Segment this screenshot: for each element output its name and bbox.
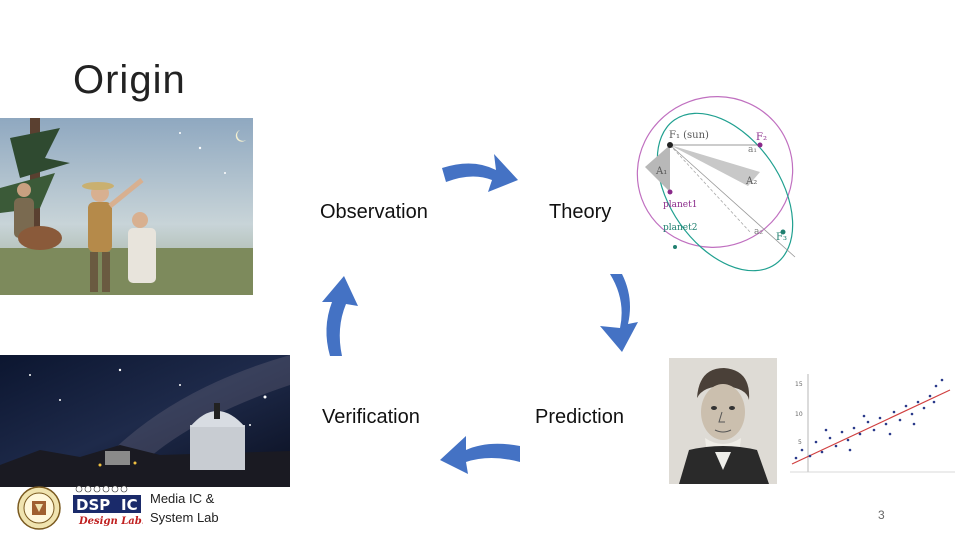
arrow-right-icon (442, 154, 518, 192)
lab-name-line2: System Lab (150, 510, 219, 525)
planet1-label: planet1 (663, 200, 697, 210)
f2-label: F₂ (756, 132, 767, 143)
f1-label: F₁ (sun) (669, 130, 709, 141)
a1-label: a₁ (748, 145, 757, 155)
gauss-portrait (669, 358, 777, 484)
planet2-label: planet2 (663, 223, 697, 233)
scatter-points (794, 378, 944, 460)
logo-design-text: Design Lab. (78, 516, 143, 527)
area1-label: A₁ (655, 166, 667, 177)
f3-label: F₃ (776, 232, 787, 243)
university-seal-logo (17, 486, 61, 530)
regression-scatter-plot: 15 10 5 (790, 374, 955, 473)
arrow-up-icon (322, 276, 358, 356)
slide-title: Origin (73, 58, 186, 102)
page-number: 3 (878, 508, 885, 522)
y-tick-10: 10 (795, 411, 803, 418)
lab-name-line1: Media IC & (150, 491, 215, 506)
logo-dsp-text: DSP (76, 496, 110, 514)
kepler-orbit-diagram: F₁ (sun) F₂ a₁ A₁ A₂ planet1 planet2 a₂ … (636, 96, 796, 272)
observation-label: Observation (320, 201, 428, 223)
a2-label: a₂ (754, 227, 763, 237)
dsp-ic-design-lab-logo: DSP IC Design Lab. (71, 485, 145, 527)
observation-painting (0, 118, 253, 295)
verification-label: Verification (322, 406, 420, 428)
lab-name: Media IC & System Lab (150, 489, 219, 527)
arrow-left-icon (440, 436, 520, 474)
regression-line (791, 389, 951, 465)
y-tick-5: 5 (798, 439, 802, 446)
prediction-label: Prediction (535, 406, 624, 428)
logo-ic-text: IC (121, 496, 138, 514)
y-tick-15: 15 (795, 381, 803, 388)
theory-label: Theory (549, 201, 612, 223)
observatory-photo (0, 355, 290, 487)
area2-label: A₂ (745, 176, 757, 187)
arrow-down-icon (600, 274, 638, 352)
